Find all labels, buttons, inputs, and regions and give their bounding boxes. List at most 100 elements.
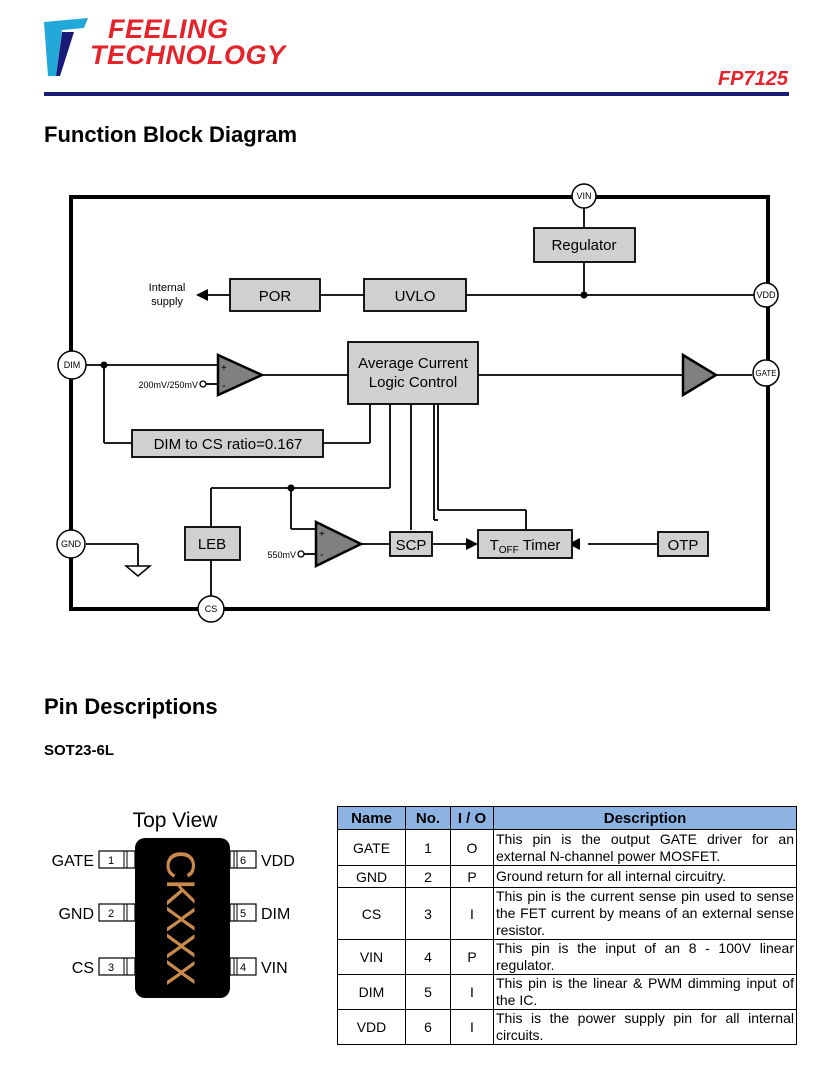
cell-name: VIN bbox=[337, 939, 406, 975]
pin-num-2: 2 bbox=[108, 908, 114, 920]
table-row: CS 3 I This pin is the current sense pin… bbox=[337, 887, 797, 940]
internal-supply-label-2: supply bbox=[151, 296, 183, 308]
cell-desc: Ground return for all internal circuitry… bbox=[493, 865, 797, 888]
arrow-otp-to-timer bbox=[568, 538, 580, 550]
cell-desc: This pin is the linear & PWM dimming inp… bbox=[493, 974, 797, 1010]
junction-dots bbox=[100, 291, 588, 492]
scp-label: SCP bbox=[396, 537, 427, 554]
pin-num-1: 1 bbox=[108, 855, 114, 867]
por-block bbox=[229, 278, 321, 312]
pin-label-vdd: VDD bbox=[756, 290, 776, 300]
cell-io: O bbox=[450, 829, 494, 866]
table-row: GATE 1 O This pin is the output GATE dri… bbox=[337, 829, 797, 866]
section-title-block-diagram: Function Block Diagram bbox=[44, 122, 298, 147]
cell-no: 4 bbox=[405, 939, 451, 975]
pin-num-5: 5 bbox=[240, 908, 246, 920]
cell-io: I bbox=[450, 974, 494, 1010]
leb-block bbox=[184, 526, 241, 561]
company-logo-mark bbox=[44, 18, 88, 76]
pin-circle-cs bbox=[197, 595, 225, 623]
uvlo-label: UVLO bbox=[395, 288, 436, 305]
dim-cs-ratio-block bbox=[131, 429, 324, 458]
arrow-scp-to-timer bbox=[466, 538, 478, 550]
company-logo-text: FEELING TECHNOLOGY bbox=[90, 14, 286, 70]
table-row: GND 2 P Ground return for all internal c… bbox=[337, 865, 797, 888]
table-row: VDD 6 I This is the power supply pin for… bbox=[337, 1009, 797, 1045]
package-top-view: Top View CKXXX 1 2 3 6 5 4 GATE GND CS V… bbox=[52, 809, 295, 998]
cell-io: P bbox=[450, 865, 494, 888]
logo-line-2: TECHNOLOGY bbox=[90, 40, 286, 70]
section-title-pin-descriptions: Pin Descriptions bbox=[44, 694, 218, 719]
cell-io: P bbox=[450, 939, 494, 975]
pkg-pin-name-gnd: GND bbox=[58, 906, 94, 923]
internal-supply-label-1: Internal bbox=[149, 282, 186, 294]
por-label: POR bbox=[259, 288, 292, 305]
scp-comparator bbox=[314, 519, 364, 569]
avg-current-label-1: Average Current bbox=[358, 355, 469, 372]
pin-label-vin: VIN bbox=[576, 191, 591, 201]
cell-no: 3 bbox=[405, 887, 451, 940]
uvlo-block bbox=[363, 278, 467, 312]
regulator-block bbox=[533, 227, 636, 263]
part-number: FP7125 bbox=[717, 68, 788, 90]
package-name: SOT23-6L bbox=[44, 742, 115, 759]
package-marking: CKXXX bbox=[158, 850, 202, 986]
cell-name: GATE bbox=[337, 829, 406, 866]
pin-label-gnd: GND bbox=[61, 539, 82, 549]
cell-no: 2 bbox=[405, 865, 451, 888]
toff-timer-label: TOFF Timer bbox=[490, 537, 561, 556]
logo-line-1: FEELING bbox=[108, 14, 229, 44]
header-rule bbox=[44, 92, 789, 96]
header-io: I / O bbox=[450, 806, 494, 830]
pin-description-table: Name No. I / O Description GATE 1 O This… bbox=[337, 806, 797, 1045]
pin-num-4: 4 bbox=[240, 962, 246, 974]
table-row: DIM 5 I This pin is the linear & PWM dim… bbox=[337, 974, 797, 1010]
scp-comp-plus: + bbox=[319, 529, 325, 540]
cell-desc: This pin is the output GATE driver for a… bbox=[493, 829, 797, 866]
pin-pad-1 bbox=[98, 850, 136, 869]
ref-voltage-scp: 550mV bbox=[267, 550, 296, 560]
pkg-pin-name-vdd: VDD bbox=[261, 853, 295, 870]
cell-name: CS bbox=[337, 887, 406, 940]
gate-driver-buffer bbox=[681, 352, 719, 398]
ref-node-scp bbox=[297, 550, 305, 558]
ref-voltage-dim: 200mV/250mV bbox=[138, 380, 198, 390]
pin-label-cs: CS bbox=[205, 604, 218, 614]
leb-label: LEB bbox=[198, 536, 226, 553]
pin-label-dim: DIM bbox=[64, 360, 81, 370]
scp-comp-minus: - bbox=[320, 549, 324, 561]
pin-num-6: 6 bbox=[240, 855, 246, 867]
dim-comparator bbox=[216, 353, 266, 397]
arrow-internal-supply bbox=[196, 289, 208, 301]
cell-no: 5 bbox=[405, 974, 451, 1010]
pin-circle-gnd bbox=[56, 529, 86, 559]
cell-no: 6 bbox=[405, 1009, 451, 1045]
pin-circle-vin bbox=[571, 183, 597, 209]
pkg-pin-name-dim: DIM bbox=[261, 906, 290, 923]
pkg-pin-name-vin: VIN bbox=[261, 960, 288, 977]
pin-pad-2 bbox=[98, 903, 136, 922]
cell-io: I bbox=[450, 1009, 494, 1045]
arrows bbox=[196, 289, 580, 550]
otp-block bbox=[657, 531, 709, 557]
pin-pad-3 bbox=[98, 957, 136, 976]
ratio-label: DIM to CS ratio=0.167 bbox=[154, 436, 303, 453]
pin-label-gate: GATE bbox=[755, 369, 776, 378]
cell-desc: This pin is the current sense pin used t… bbox=[493, 887, 797, 940]
cell-io: I bbox=[450, 887, 494, 940]
average-current-logic-block bbox=[347, 341, 479, 405]
package-body bbox=[135, 838, 230, 998]
top-view-title: Top View bbox=[133, 809, 219, 832]
toff-timer-block bbox=[477, 529, 573, 559]
header-no: No. bbox=[405, 806, 451, 830]
pin-circle-vdd bbox=[753, 282, 779, 308]
dim-comp-plus: + bbox=[221, 363, 227, 374]
pkg-pin-name-gate: GATE bbox=[52, 853, 94, 870]
otp-label: OTP bbox=[668, 537, 699, 554]
pin-num-3: 3 bbox=[108, 962, 114, 974]
table-row: VIN 4 P This pin is the input of an 8 - … bbox=[337, 939, 797, 975]
header-description: Description bbox=[493, 806, 797, 830]
header-name: Name bbox=[337, 806, 406, 830]
ground-symbol bbox=[123, 565, 153, 577]
ref-node-dim bbox=[199, 380, 207, 388]
